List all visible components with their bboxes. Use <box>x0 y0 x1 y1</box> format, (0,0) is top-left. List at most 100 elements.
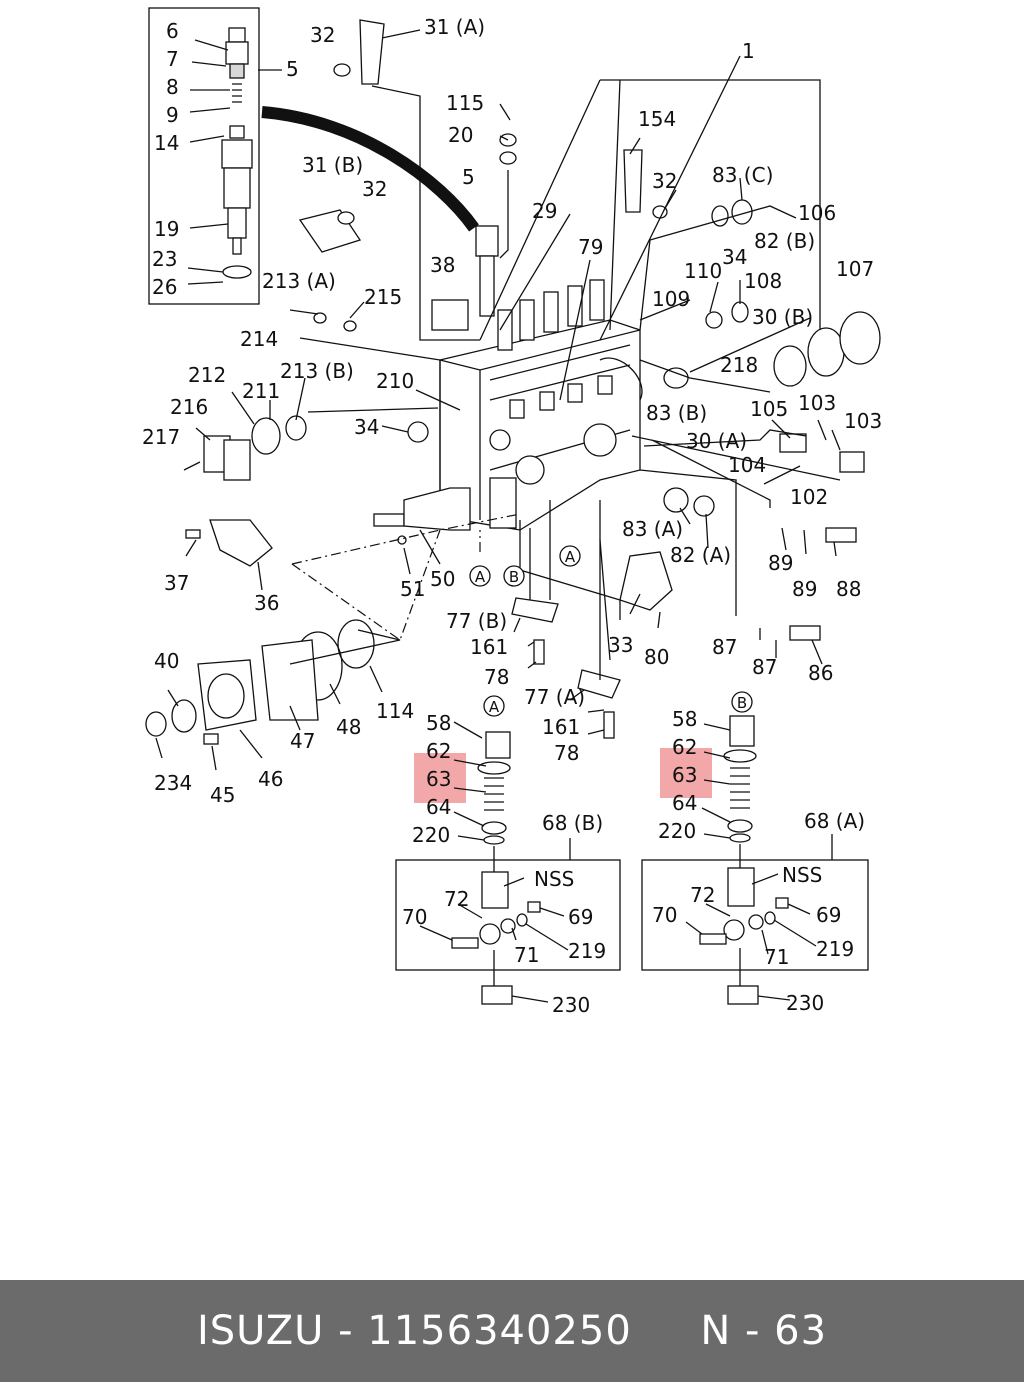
label-1: 1 <box>742 39 755 63</box>
label-62a: 62 <box>426 739 451 763</box>
label-37: 37 <box>164 571 189 595</box>
label-87a: 87 <box>712 635 737 659</box>
label-31B: 31 (B) <box>302 153 363 177</box>
label-45: 45 <box>210 783 235 807</box>
label-30B: 30 (B) <box>752 305 813 329</box>
left-parts <box>145 19 668 745</box>
label-105: 105 <box>750 397 788 421</box>
label-68A: 68 (A) <box>804 809 865 833</box>
label-106: 106 <box>798 201 836 225</box>
marker-A3: A <box>483 695 505 717</box>
footer-part-number: 1156340250 <box>367 1308 632 1354</box>
label-34b: 34 <box>354 415 379 439</box>
delivery-valves <box>475 225 605 351</box>
footer-separator: - <box>324 1308 368 1354</box>
label-32b: 32 <box>362 177 387 201</box>
marker-B3: B <box>731 691 753 713</box>
label-46: 46 <box>258 767 283 791</box>
marker-B3-text: B <box>737 694 747 712</box>
label-154: 154 <box>638 107 676 131</box>
plunger-assembly-right <box>723 715 757 874</box>
marker-A2-text: A <box>565 548 576 566</box>
label-63a: 63 <box>426 767 451 791</box>
label-107: 107 <box>836 257 874 281</box>
label-77B: 77 (B) <box>446 609 507 633</box>
label-30A: 30 (A) <box>686 429 747 453</box>
highlight-63-right <box>660 748 712 798</box>
label-72a: 72 <box>444 887 469 911</box>
label-9: 9 <box>166 103 179 127</box>
label-77A: 77 (A) <box>524 685 585 709</box>
label-103a: 103 <box>798 391 836 415</box>
label-210: 210 <box>376 369 414 393</box>
label-58a: 58 <box>426 711 451 735</box>
nss-assembly-right <box>699 867 789 1005</box>
label-34a: 34 <box>722 245 747 269</box>
footer-brand: ISUZU <box>196 1308 325 1354</box>
label-216: 216 <box>170 395 208 419</box>
nozzle-inset-box <box>148 7 260 305</box>
camshaft <box>373 477 517 531</box>
label-115: 115 <box>446 91 484 115</box>
label-110: 110 <box>684 259 722 283</box>
label-220b: 220 <box>658 819 696 843</box>
nozzle-holder-assembly <box>221 27 253 279</box>
part-info-footer: ISUZU - 1156340250 N - 63 <box>0 1280 1024 1382</box>
label-70a: 70 <box>402 905 427 929</box>
label-72b: 72 <box>690 883 715 907</box>
label-215: 215 <box>364 285 402 309</box>
box-68A <box>641 859 869 971</box>
label-32a: 32 <box>310 23 335 47</box>
label-26: 26 <box>152 275 177 299</box>
label-82B: 82 (B) <box>754 229 815 253</box>
label-NSSb: NSS <box>782 863 822 887</box>
label-7: 7 <box>166 47 179 71</box>
label-104: 104 <box>728 453 766 477</box>
label-114: 114 <box>376 699 414 723</box>
label-71a: 71 <box>514 943 539 967</box>
label-80: 80 <box>644 645 669 669</box>
label-83A: 83 (A) <box>622 517 683 541</box>
label-62b: 62 <box>672 735 697 759</box>
label-33: 33 <box>608 633 633 657</box>
plunger-assembly-left <box>477 731 511 880</box>
label-5b: 5 <box>462 165 475 189</box>
label-83B: 83 (B) <box>646 401 707 425</box>
label-8: 8 <box>166 75 179 99</box>
label-70b: 70 <box>652 903 677 927</box>
label-213A: 213 (A) <box>262 269 336 293</box>
label-218: 218 <box>720 353 758 377</box>
label-19: 19 <box>154 217 179 241</box>
label-212: 212 <box>188 363 226 387</box>
label-78b: 78 <box>554 741 579 765</box>
label-48: 48 <box>336 715 361 739</box>
label-213B: 213 (B) <box>280 359 354 383</box>
label-6: 6 <box>166 19 179 43</box>
label-83C: 83 (C) <box>712 163 773 187</box>
label-36: 36 <box>254 591 279 615</box>
label-103b: 103 <box>844 409 882 433</box>
label-82A: 82 (A) <box>670 543 731 567</box>
footer-page-ref: N - 63 <box>700 1308 828 1354</box>
label-214: 214 <box>240 327 278 351</box>
label-58b: 58 <box>672 707 697 731</box>
label-219b: 219 <box>816 937 854 961</box>
label-29: 29 <box>532 199 557 223</box>
highlight-63-left <box>414 753 466 803</box>
leader-lines <box>155 29 841 1003</box>
label-23: 23 <box>152 247 177 271</box>
label-63b: 63 <box>672 763 697 787</box>
label-14: 14 <box>154 131 179 155</box>
part-labels: 6 7 8 9 14 19 23 26 5 32 31 (A) 1 115 20… <box>142 15 882 1017</box>
label-102: 102 <box>790 485 828 509</box>
label-230a: 230 <box>552 993 590 1017</box>
label-NSSa: NSS <box>534 867 574 891</box>
label-87b: 87 <box>752 655 777 679</box>
label-220a: 220 <box>412 823 450 847</box>
label-64b: 64 <box>672 791 697 815</box>
label-109: 109 <box>652 287 690 311</box>
marker-B1-text: B <box>509 568 519 586</box>
marker-A3-text: A <box>489 698 500 716</box>
box-68B <box>395 859 621 971</box>
label-51: 51 <box>400 577 425 601</box>
